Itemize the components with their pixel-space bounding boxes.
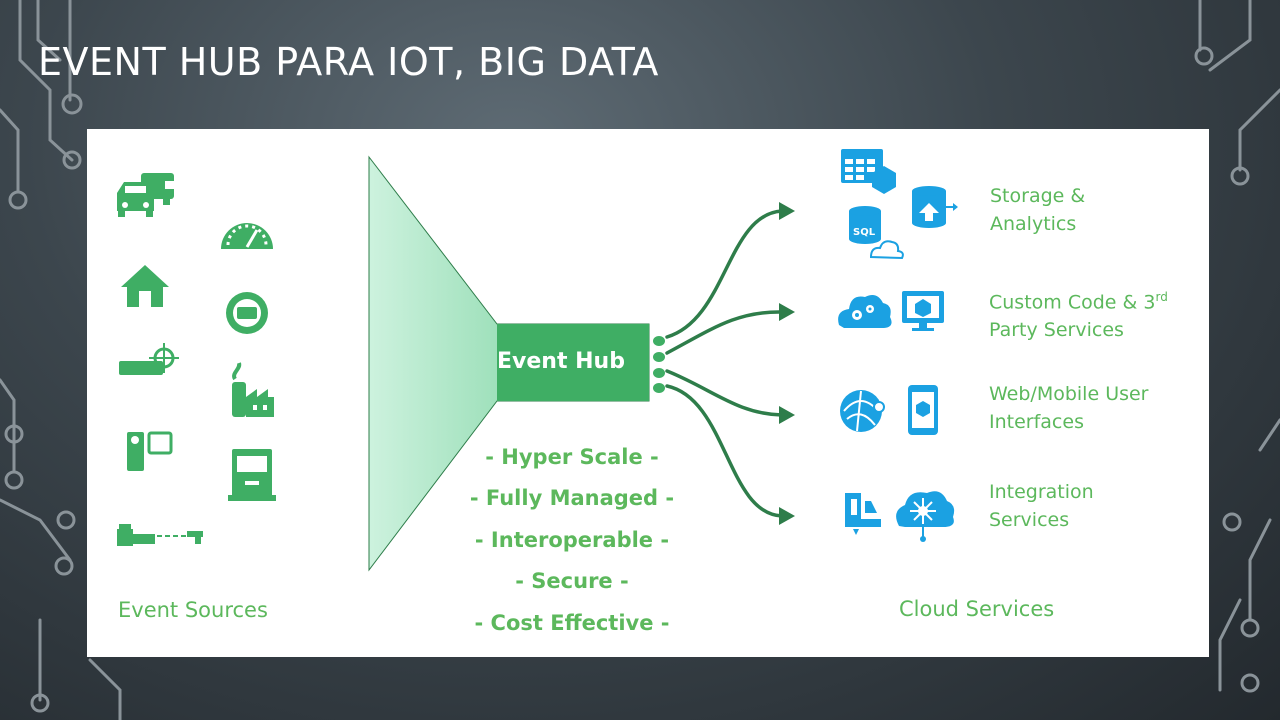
hdinsight-icon bbox=[912, 186, 958, 228]
slide-title: EVENT HUB PARA IOT, BIG DATA bbox=[38, 40, 659, 84]
table-storage-icon bbox=[841, 149, 896, 194]
cloud-services-icon bbox=[838, 295, 892, 328]
factory-icon bbox=[232, 362, 274, 417]
target-sensor-icon bbox=[119, 343, 179, 375]
feature-interoperable: - Interoperable - bbox=[474, 528, 670, 552]
arrow-to-storage bbox=[665, 209, 784, 339]
sql-cloud-icon: SQL bbox=[849, 206, 904, 260]
event-hub-diagram: SQL bbox=[117, 149, 958, 572]
arrow-to-custom-code bbox=[665, 310, 784, 355]
event-hub-box bbox=[497, 324, 649, 401]
service-custom-code: Custom Code & 3rd Party Services bbox=[989, 290, 1168, 342]
mobile-icon bbox=[908, 385, 938, 435]
hub-ports bbox=[651, 334, 667, 395]
biztalk-icon bbox=[845, 493, 881, 535]
feature-fully-managed: - Fully Managed - bbox=[469, 486, 675, 510]
speedometer-icon bbox=[221, 223, 273, 249]
web-sites-icon bbox=[840, 390, 885, 432]
kiosk-icon bbox=[228, 449, 276, 501]
camera-icon bbox=[127, 431, 173, 471]
event-sources-label: Event Sources bbox=[118, 598, 268, 622]
diagram-panel: SQL bbox=[87, 129, 1209, 657]
service-web-mobile: Web/Mobile User Interfaces bbox=[989, 383, 1149, 433]
hub-label: Event Hub bbox=[497, 349, 625, 374]
service-bus-icon bbox=[896, 491, 955, 542]
device-icon bbox=[226, 292, 268, 334]
virtual-machine-icon bbox=[902, 291, 944, 331]
feature-hyper-scale: - Hyper Scale - bbox=[485, 445, 659, 469]
service-integration: Integration Services bbox=[989, 481, 1094, 531]
feature-secure: - Secure - bbox=[515, 569, 629, 593]
feature-cost-effective: - Cost Effective - bbox=[474, 611, 670, 635]
cloud-services-label: Cloud Services bbox=[899, 597, 1055, 621]
svg-text:SQL: SQL bbox=[853, 227, 876, 238]
scanner-icon bbox=[117, 524, 203, 546]
vehicles-icon bbox=[117, 173, 175, 217]
service-storage-analytics: Storage & Analytics bbox=[990, 185, 1086, 235]
house-icon bbox=[121, 265, 169, 307]
arrow-to-integration bbox=[665, 384, 784, 518]
arrow-to-web-mobile bbox=[665, 369, 784, 417]
